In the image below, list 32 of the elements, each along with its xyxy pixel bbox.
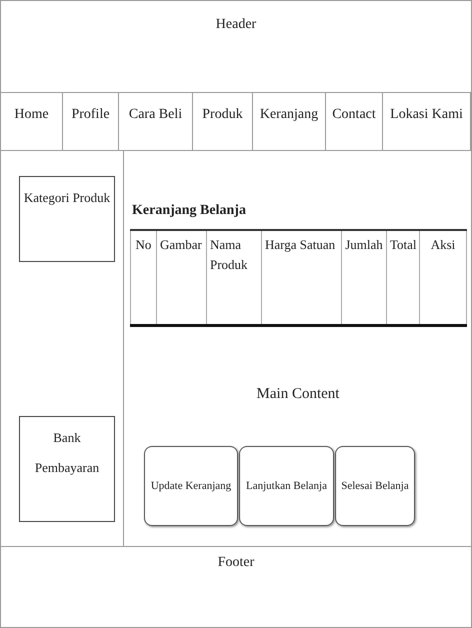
button: Selesai Belanja — [335, 446, 415, 526]
nav-link: Contact — [332, 107, 376, 123]
nav-item — [119, 93, 193, 151]
sidebar-title: Bank Pembayaran — [34, 429, 100, 477]
nav-link: Keranjang — [260, 107, 318, 123]
table-header-cell: Aksi — [420, 231, 467, 324]
main-content-text: Main Content — [256, 386, 340, 403]
nav-item — [383, 93, 471, 151]
nav-link: Cara Beli — [128, 107, 182, 123]
button: Lanjutkan Belanja — [239, 446, 334, 526]
sidebar-title: Kategori Produk — [24, 189, 110, 207]
nav-item — [326, 93, 383, 151]
section-title: Footer — [218, 555, 254, 571]
nav-item — [1, 93, 63, 151]
nav-link: Profile — [71, 107, 110, 123]
section-title: Header — [216, 17, 256, 33]
button: Update Keranjang — [144, 446, 238, 526]
sidebar-box — [19, 176, 115, 262]
sidebar-box — [19, 416, 115, 522]
section-heading: Keranjang Belanja — [132, 203, 246, 219]
nav-link: Produk — [202, 107, 243, 123]
nav-link: Lokasi Kami — [390, 107, 463, 123]
nav-item — [193, 93, 253, 151]
nav-item — [253, 93, 326, 151]
nav-link: Home — [14, 107, 49, 123]
table-header-cell: Total — [387, 231, 420, 324]
table-header-cell: Nama Produk — [207, 231, 262, 324]
table-header-cell: No — [130, 231, 157, 324]
table-header-cell: Harga Satuan — [262, 231, 342, 324]
nav-item — [63, 93, 119, 151]
table-header-cell: Jumlah — [342, 231, 387, 324]
table-header-cell: Gambar — [157, 231, 207, 324]
